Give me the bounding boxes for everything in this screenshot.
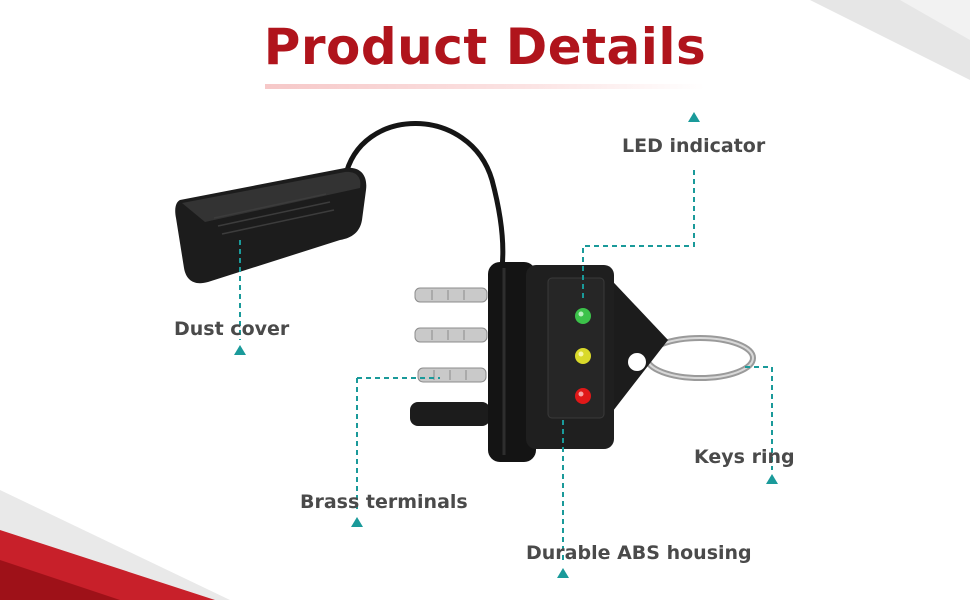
label-dust-cover: Dust cover: [174, 318, 290, 340]
callout-marker-keys-ring: [766, 474, 778, 484]
callout-marker-led: [688, 112, 700, 122]
title-underline: [265, 84, 705, 89]
led-yellow: [575, 348, 591, 364]
page-title: Product Details: [263, 18, 707, 76]
callout-marker-brass-terminals: [351, 517, 363, 527]
corner-decoration-bottom-left: [0, 490, 230, 600]
label-durable-abs-housing: Durable ABS housing: [526, 542, 752, 564]
corner-decoration-top-right: [810, 0, 970, 80]
label-keys-ring: Keys ring: [694, 446, 795, 468]
label-brass-terminals: Brass terminals: [300, 491, 468, 513]
led-red: [575, 388, 591, 404]
connector-collar: [488, 262, 536, 462]
key-tab: [600, 268, 668, 420]
led-green: [575, 308, 591, 324]
brass-terminals: [410, 287, 490, 426]
callout-lines: [239, 170, 773, 563]
label-led-indicator: LED indicator: [622, 135, 766, 157]
callout-marker-abs-housing: [557, 568, 569, 578]
callout-marker-dust-cover: [234, 345, 246, 355]
tether-cord: [342, 121, 506, 269]
dust-cover: [175, 167, 367, 284]
